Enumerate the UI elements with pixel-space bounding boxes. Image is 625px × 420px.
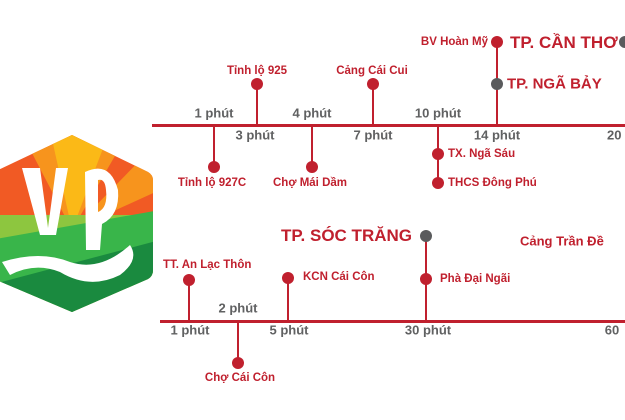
time-label: 5 phút — [269, 322, 309, 338]
city-label: TP. NGÃ BẢY — [507, 75, 602, 93]
time-label: 2 phút — [218, 300, 258, 316]
time-label: 7 phút — [353, 127, 393, 143]
time-label: 10 phút — [414, 105, 462, 121]
time-label: 60 — [604, 322, 620, 338]
city-label: TP. SÓC TRĂNG — [281, 226, 412, 245]
time-label: 4 phút — [292, 105, 332, 121]
marker-dot — [306, 161, 318, 173]
stem — [188, 280, 190, 321]
marker-dot — [432, 148, 444, 160]
place-label: Tỉnh lộ 925 — [226, 65, 288, 77]
place-label: Cảng Cái Cui — [336, 65, 408, 77]
time-label: 1 phút — [194, 105, 234, 121]
top-timeline — [152, 124, 625, 127]
city-dot — [491, 78, 503, 90]
place-label: TT. An Lạc Thôn — [163, 259, 252, 271]
marker-dot — [282, 272, 294, 284]
city-dot — [619, 36, 625, 48]
marker-dot — [183, 274, 195, 286]
time-label: 3 phút — [235, 127, 275, 143]
marker-dot — [491, 36, 503, 48]
city-dot — [420, 230, 432, 242]
time-label: 14 phút — [473, 127, 521, 143]
stem — [213, 125, 215, 167]
time-label: 1 phút — [170, 322, 210, 338]
stem — [287, 278, 289, 321]
place-label: Cảng Trần Đề — [520, 233, 604, 249]
marker-dot — [432, 177, 444, 189]
stem — [372, 84, 374, 125]
place-label: KCN Cái Côn — [303, 271, 375, 283]
marker-dot — [232, 357, 244, 369]
bottom-timeline — [160, 320, 625, 323]
place-label: BV Hoàn Mỹ — [420, 36, 488, 48]
marker-dot — [367, 78, 379, 90]
time-label: 20 p — [606, 127, 625, 143]
stem — [237, 321, 239, 363]
marker-dot — [208, 161, 220, 173]
marker-dot — [420, 273, 432, 285]
place-label: TX. Ngã Sáu — [448, 148, 516, 160]
marker-dot — [251, 78, 263, 90]
city-label: TP. CẦN THƠ — [510, 33, 618, 52]
place-label: Chợ Cái Côn — [204, 372, 276, 384]
place-label: Chợ Mái Dầm — [273, 177, 347, 189]
stem — [311, 125, 313, 167]
place-label: Phà Đại Ngãi — [440, 273, 511, 285]
place-label: THCS Đông Phú — [448, 177, 537, 189]
vp-logo — [0, 135, 153, 312]
place-label: Tỉnh lộ 927C — [177, 177, 247, 189]
time-label: 30 phút — [404, 322, 452, 338]
stem — [256, 84, 258, 125]
